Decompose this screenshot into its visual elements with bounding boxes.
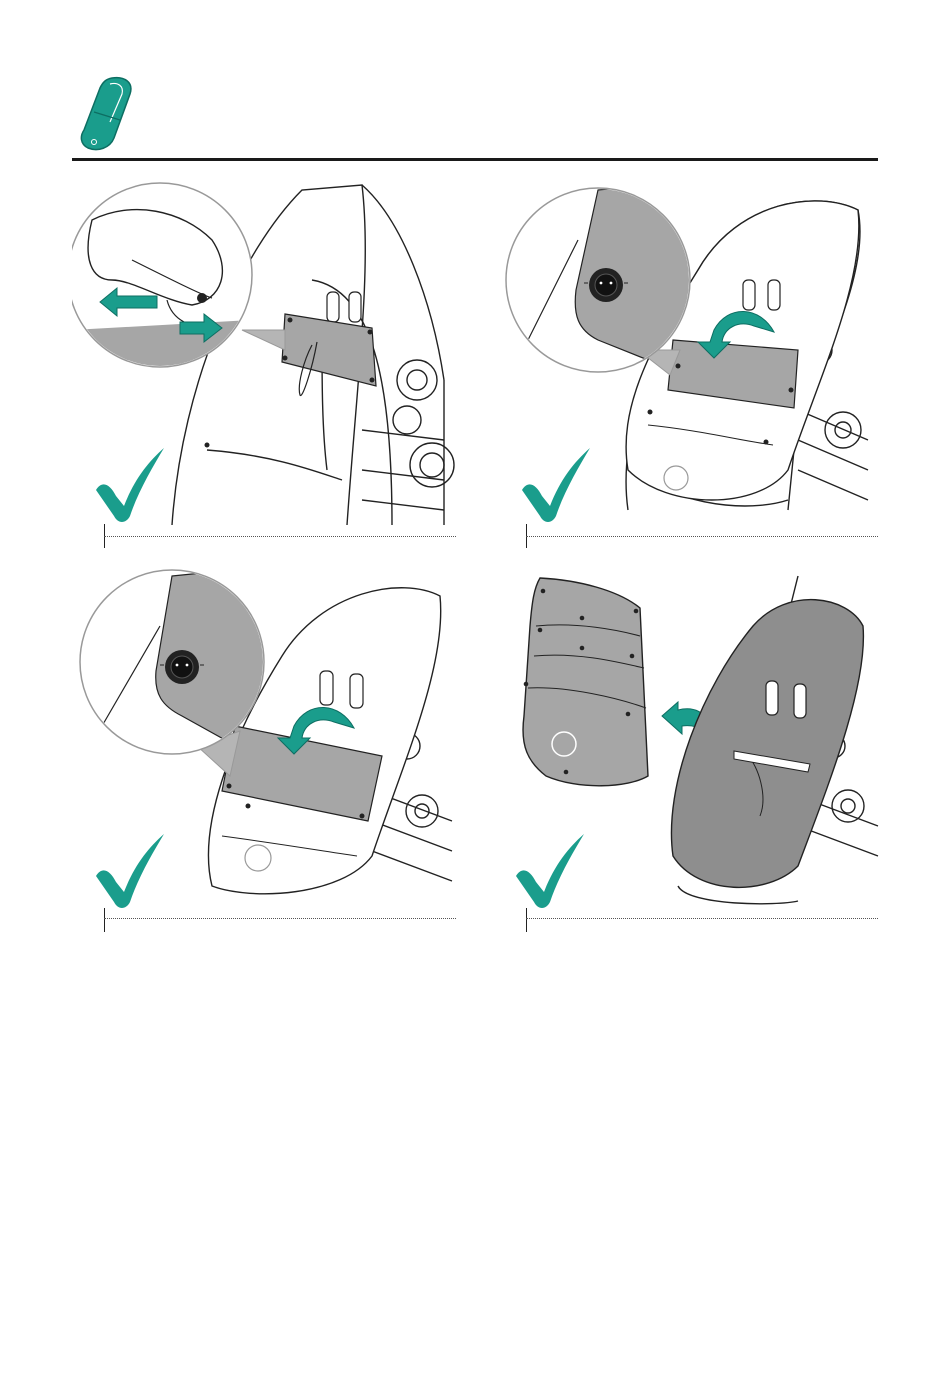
checkmark-icon [522,448,590,522]
step-4-illustration [498,566,883,931]
seat-liner-icon [80,76,136,152]
checkmark-icon [96,834,164,908]
step-4-marker [526,908,527,932]
step-2-divider [526,536,878,537]
step-3-divider [104,918,456,919]
checkmark-icon [96,448,164,522]
checkmark-icon [516,834,584,908]
step-3-marker [104,908,105,932]
step-1-illustration [72,180,457,545]
step-3-illustration [72,566,457,931]
step-2-illustration [498,180,883,545]
step-4-divider [526,918,878,919]
step-1-divider [104,536,456,537]
header-divider [72,158,878,161]
